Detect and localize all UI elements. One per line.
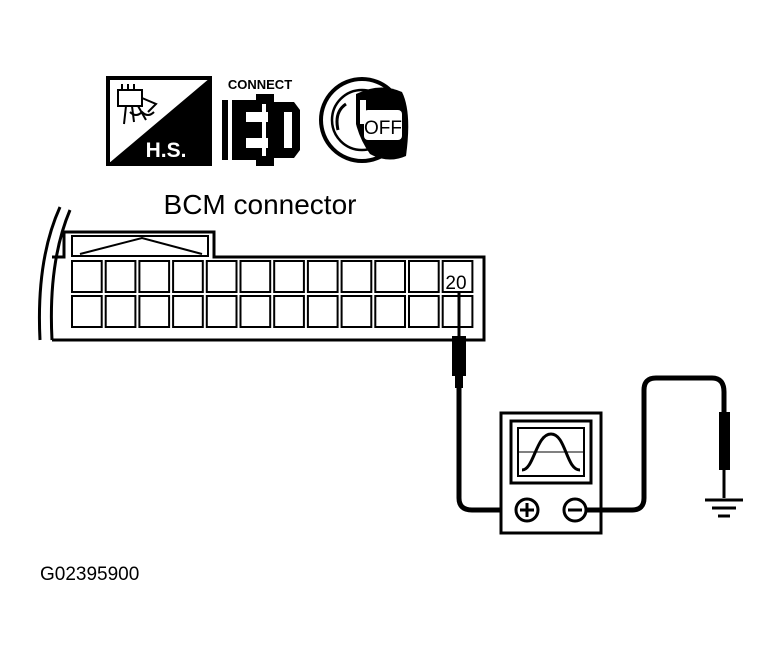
connector-cavity <box>104 295 137 328</box>
connect-icon: CONNECT <box>222 77 300 166</box>
connector-cavity <box>408 295 440 328</box>
positive-terminal-icon <box>514 497 540 523</box>
ground-icon <box>705 498 743 518</box>
connector-cavity <box>104 260 137 293</box>
oscilloscope-meter <box>499 411 603 535</box>
harness-side-label: H.S. <box>146 139 187 162</box>
ignition-off-label: OFF <box>364 118 402 139</box>
connector-cavity <box>408 260 440 293</box>
terminal-number: 20 <box>445 273 466 294</box>
figure-id: G02395900 <box>40 564 139 585</box>
connector-cavity <box>138 295 171 328</box>
connector-cavity <box>273 260 305 293</box>
connector-cavity <box>273 295 305 328</box>
connector-cavity <box>374 260 406 293</box>
connector-cavity <box>172 295 204 328</box>
negative-terminal-icon <box>562 497 588 523</box>
connector-cavity <box>340 295 373 328</box>
positive-probe <box>452 292 510 513</box>
connector-cavity <box>374 295 406 328</box>
connector-cavity <box>340 260 373 293</box>
connector-cavity <box>239 295 272 328</box>
bcm-connector: 20 <box>37 206 486 342</box>
connector-cavity <box>306 295 339 328</box>
negative-probe <box>586 375 730 513</box>
connector-cavity <box>172 260 204 293</box>
harness-side-icon: H.S. <box>106 76 212 166</box>
cavity-grid <box>71 260 474 328</box>
connector-cavity <box>239 260 272 293</box>
connector-cavity <box>205 295 238 328</box>
connect-label: CONNECT <box>228 77 292 92</box>
connector-cavity <box>71 295 103 328</box>
connector-cavity <box>71 260 103 293</box>
connector-cavity <box>205 260 238 293</box>
connector-cavity <box>138 260 171 293</box>
connector-title: BCM connector <box>164 189 357 220</box>
connector-cavity <box>306 260 339 293</box>
connector-cavity <box>441 260 474 293</box>
waveform-icon <box>521 432 581 472</box>
ignition-off-icon: OFF <box>319 77 409 163</box>
